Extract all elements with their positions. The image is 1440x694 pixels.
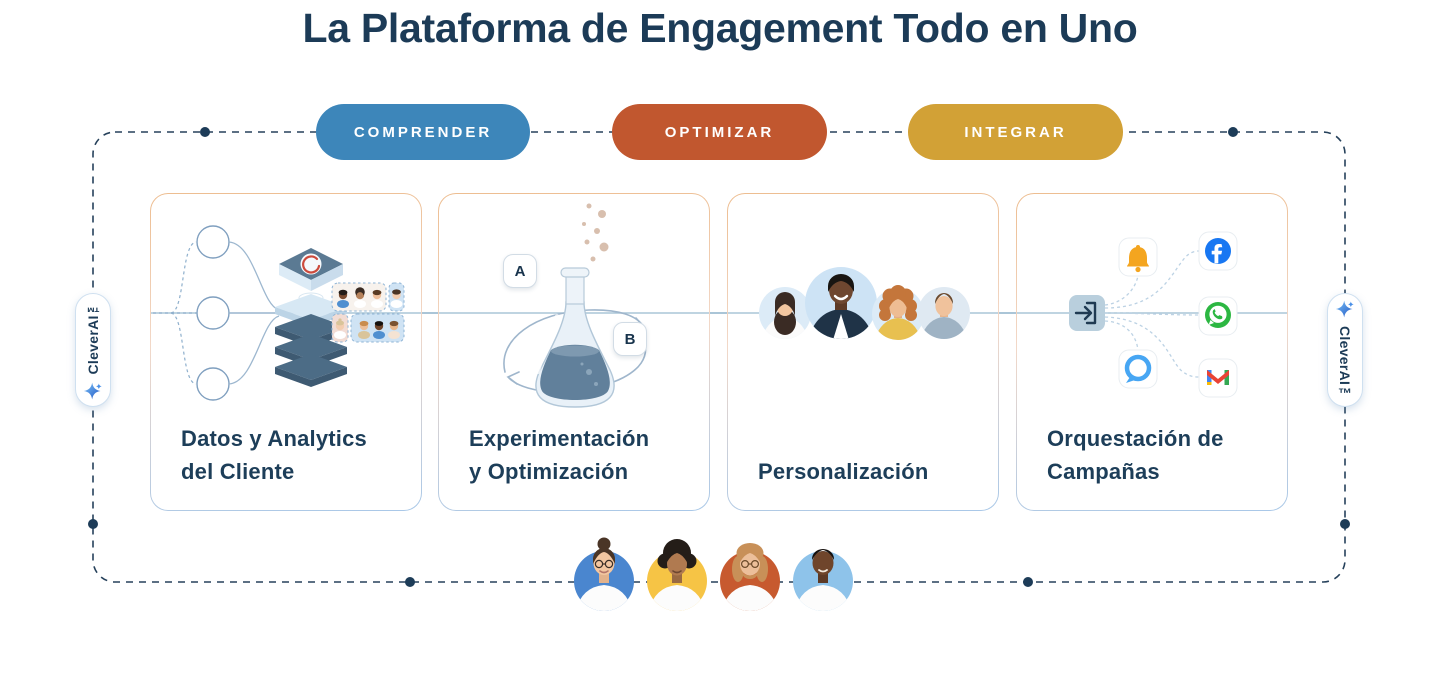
cleverai-badge-left: CleverAI™ [75, 293, 111, 407]
fork-dashed-lines [153, 241, 197, 385]
midline-gap-2 [709, 312, 728, 314]
bottom-avatar-man-dark [793, 549, 853, 611]
midline-gap-1 [421, 312, 439, 314]
personalization-illustration [728, 267, 998, 340]
variant-b-badge: B [613, 322, 647, 356]
persona-avatar [918, 287, 970, 339]
orchestration-illustration [1017, 231, 1287, 398]
data-stack-icon [275, 248, 347, 387]
login-arrow-icon [1069, 295, 1105, 331]
cleverai-label: CleverAI™ [1337, 325, 1353, 402]
facebook-icon [1198, 231, 1238, 271]
sparkle-icon [1335, 300, 1354, 318]
variant-a-badge: A [503, 254, 537, 288]
card-orquestacion: Orquestación de Campañas [1016, 193, 1288, 511]
chat-bubble-icon [1118, 349, 1158, 389]
card-title-personalizacion: Personalización [758, 459, 929, 484]
card-title-orquestacion: Orquestación de Campañas [1047, 426, 1224, 484]
sparkle-icon [83, 382, 102, 400]
card-title-datos: Datos y Analytics del Cliente [181, 426, 367, 484]
mini-avatars [334, 287, 403, 339]
whatsapp-icon [1198, 296, 1238, 336]
gmail-icon [1198, 358, 1238, 398]
bubbles [582, 203, 609, 272]
pill-comprender[interactable]: COMPRENDER [316, 104, 530, 160]
frame-node-dots [88, 127, 1350, 587]
bottom-avatar-woman-afro [647, 539, 707, 611]
persona-avatar [872, 285, 924, 340]
flask-icon [535, 267, 615, 408]
segments-grid-icon [331, 282, 405, 343]
card-title-experimentacion: Experimentación y Optimización [469, 426, 650, 484]
cleverai-label: CleverAI™ [85, 298, 101, 375]
customer-data-illustration [151, 225, 421, 401]
card-experimentacion: A B Experimentación y Optimización [438, 193, 710, 511]
channel-connectors [1104, 250, 1200, 378]
page-title: La Plataforma de Engagement Todo en Uno [302, 5, 1138, 51]
bell-icon [1118, 237, 1158, 277]
pill-integrar[interactable]: INTEGRAR [908, 104, 1123, 160]
persona-avatar-featured [805, 267, 877, 339]
fork-nodes [196, 225, 230, 401]
cleverai-badge-right: CleverAI™ [1327, 293, 1363, 407]
persona-avatar [759, 287, 811, 339]
midline-gap-3 [998, 312, 1017, 314]
bottom-avatar-man-beard [720, 543, 780, 611]
pill-optimizar[interactable]: OPTIMIZAR [612, 104, 827, 160]
card-personalizacion: Personalización [727, 193, 999, 511]
card-datos-analytics: Datos y Analytics del Cliente [150, 193, 422, 511]
bottom-avatar-woman-bun [574, 537, 634, 611]
